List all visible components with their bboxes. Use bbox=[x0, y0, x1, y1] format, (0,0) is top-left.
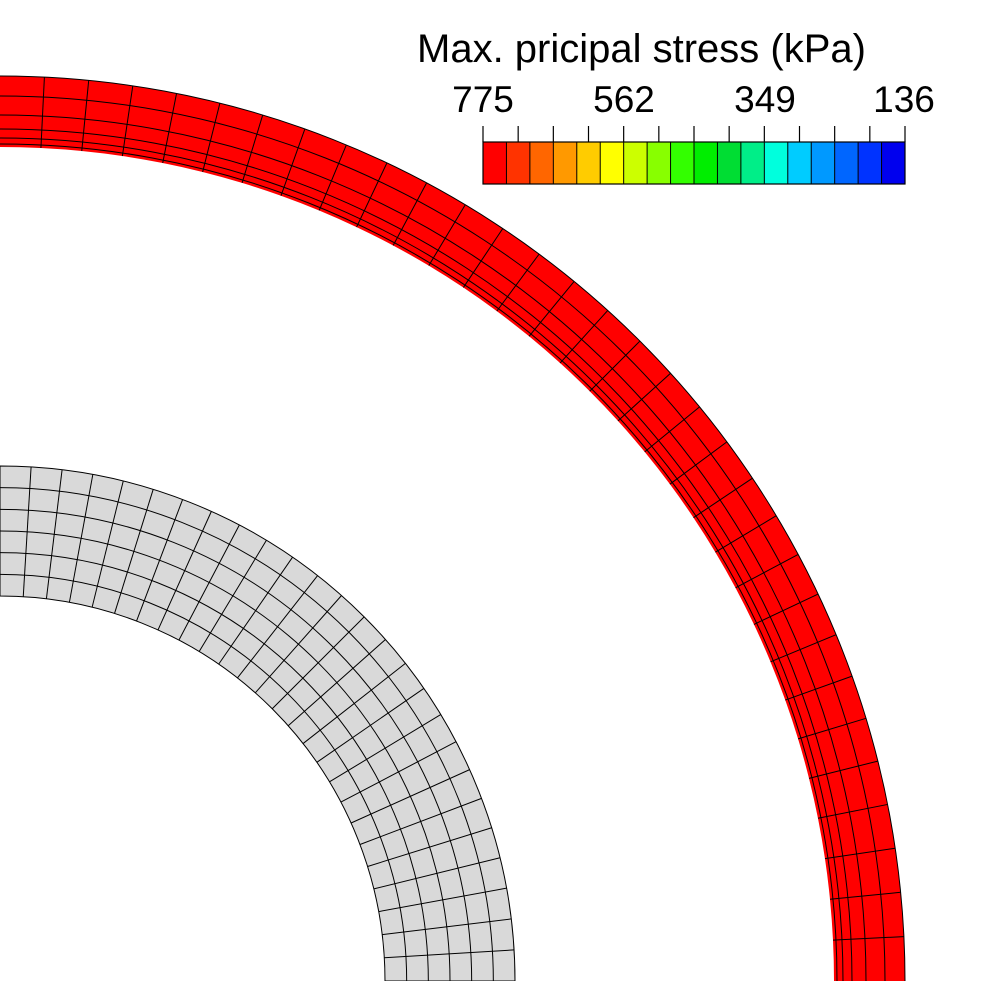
outer-mesh-radial-line bbox=[817, 803, 888, 819]
legend-color-swatch bbox=[881, 142, 906, 184]
inner-mesh-radial-line bbox=[316, 688, 425, 763]
legend-tick-label-775: 775 bbox=[452, 79, 514, 120]
inner-mesh-radial-line bbox=[367, 827, 492, 867]
outer-mesh-radial-line bbox=[617, 372, 671, 422]
outer-mesh-radial-line bbox=[121, 85, 134, 157]
outer-mesh-radial-line bbox=[202, 103, 221, 173]
inner-mesh-radial-line bbox=[302, 662, 406, 744]
inner-mesh-radial-line bbox=[136, 499, 184, 622]
inner-mesh-radial-line bbox=[178, 524, 240, 641]
inner-mesh-radial-line bbox=[329, 714, 441, 783]
outer-mesh-radial-line bbox=[753, 593, 819, 625]
inner-mesh-radial-line bbox=[378, 887, 507, 913]
outer-mesh-radial-line bbox=[829, 891, 901, 900]
legend-tick-label-349: 349 bbox=[734, 79, 796, 120]
legend-color-swatch bbox=[787, 142, 812, 184]
legend-color-swatch bbox=[670, 142, 695, 184]
legend-color-swatch bbox=[506, 142, 531, 184]
inner-mesh-radial-line bbox=[359, 797, 482, 845]
inner-mesh-radial-line bbox=[340, 741, 457, 803]
outer-ring-fill bbox=[0, 76, 905, 981]
outer-mesh-radial-line bbox=[528, 281, 575, 337]
outer-mesh-radial-line bbox=[356, 162, 388, 228]
inner-mesh-radial-line bbox=[237, 575, 319, 679]
legend-color-swatch bbox=[600, 142, 624, 184]
inner-mesh-radial-line bbox=[68, 474, 94, 603]
outer-mesh-radial-line bbox=[832, 936, 904, 941]
outer-mesh-radial-line bbox=[797, 717, 867, 740]
legend-color-swatch bbox=[764, 142, 789, 184]
outer-mesh-radial-line bbox=[669, 441, 728, 485]
outer-mesh-radial-line bbox=[162, 93, 178, 164]
legend-color-swatch bbox=[717, 142, 742, 184]
outer-mesh-radial-line bbox=[280, 128, 306, 196]
inner-mesh-radial-line bbox=[45, 469, 63, 599]
outer-mesh-radial-line bbox=[735, 553, 799, 589]
outer-mesh-radial-line bbox=[496, 253, 540, 312]
outer-mesh-radial-line bbox=[808, 760, 878, 779]
legend-color-swatch bbox=[811, 142, 835, 184]
stressed-outer-ring bbox=[0, 75, 906, 981]
inner-mesh-radial-line bbox=[382, 918, 512, 936]
outer-mesh-radial-line bbox=[770, 634, 837, 663]
inner-mesh-radial-line bbox=[157, 511, 212, 631]
inner-mesh-radial-line bbox=[91, 480, 124, 608]
inner-mesh-radial-line bbox=[218, 556, 293, 665]
inner-mesh-radial-line bbox=[254, 595, 342, 694]
inner-mesh-radial-line bbox=[198, 540, 267, 652]
color-legend: Max. pricipal stress (kPa) 775 562 349 1… bbox=[417, 27, 935, 185]
inner-mesh-radial-line bbox=[114, 489, 154, 614]
legend-color-swatch bbox=[553, 142, 578, 184]
legend-color-swatch bbox=[740, 142, 765, 184]
legend-title: Max. pricipal stress (kPa) bbox=[417, 27, 866, 71]
legend-color-swatch bbox=[858, 142, 882, 184]
inner-mesh-radial-line bbox=[287, 639, 386, 727]
outer-mesh-radial-line bbox=[81, 80, 90, 152]
inner-mesh-radial-line bbox=[22, 466, 32, 597]
legend-tick-label-562: 562 bbox=[593, 79, 655, 120]
outer-mesh-radial-line bbox=[40, 77, 45, 149]
outer-mesh-radial-line bbox=[693, 477, 753, 519]
legend-color-swatch bbox=[529, 142, 554, 184]
inner-mesh-radial-line bbox=[271, 616, 365, 710]
outer-mesh-radial-line bbox=[462, 228, 504, 288]
legend-color-swatch bbox=[647, 142, 671, 184]
legend-tick-label-136: 136 bbox=[873, 79, 935, 120]
legend-color-swatch bbox=[483, 142, 507, 184]
outer-mesh-radial-line bbox=[715, 515, 777, 553]
inner-mesh-radial-line bbox=[384, 949, 515, 959]
outer-mesh-radial-line bbox=[644, 406, 700, 453]
inner-mesh-radial-line bbox=[373, 857, 501, 890]
outer-mesh-radial-line bbox=[785, 675, 853, 701]
unloaded-inner-ring bbox=[0, 465, 516, 981]
inner-mesh-radial-line bbox=[350, 769, 470, 824]
legend-color-swatch bbox=[834, 142, 859, 184]
legend-color-bar bbox=[482, 126, 906, 185]
legend-color-swatch bbox=[694, 142, 718, 184]
outer-mesh-radial-line bbox=[428, 204, 466, 266]
outer-mesh-radial-line bbox=[392, 182, 428, 246]
legend-color-swatch bbox=[623, 142, 648, 184]
inner-ring-fill bbox=[0, 465, 516, 981]
legend-color-swatch bbox=[576, 142, 601, 184]
outer-mesh-radial-line bbox=[318, 144, 347, 211]
outer-mesh-radial-line bbox=[824, 847, 896, 860]
outer-mesh-radial-line bbox=[589, 340, 641, 392]
outer-mesh-radial-line bbox=[241, 114, 264, 184]
outer-mesh-radial-line bbox=[559, 310, 609, 364]
